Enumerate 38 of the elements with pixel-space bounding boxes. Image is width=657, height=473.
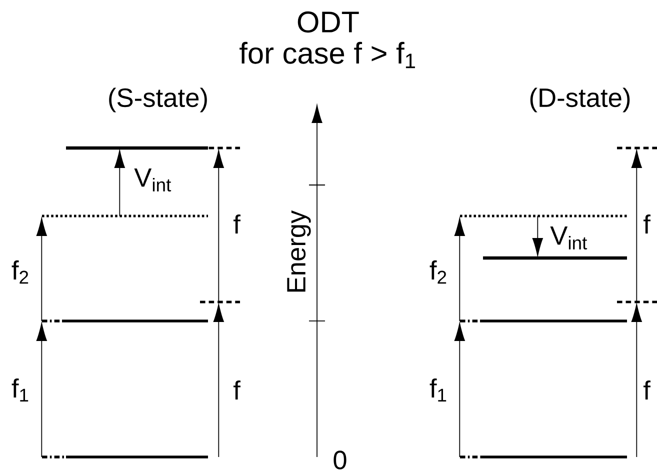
energy-level	[42, 214, 208, 218]
energy-level	[617, 146, 657, 150]
arrow	[114, 150, 125, 216]
arrow	[213, 150, 224, 302]
energy-level	[42, 456, 208, 458]
edge-label: f	[234, 380, 240, 400]
energy-level	[460, 214, 627, 218]
edge-label: f$_{2}$	[430, 260, 446, 284]
energy-level	[460, 320, 627, 322]
arrow	[631, 150, 642, 302]
arrow	[454, 323, 465, 458]
edge-label: V$_{int}$	[550, 226, 588, 250]
arrow	[36, 218, 47, 322]
edge-label: f$_{2}$	[12, 260, 28, 284]
edge-label: V$_{int}$	[134, 168, 172, 192]
energy-level	[460, 456, 627, 458]
title: ODT	[298, 11, 359, 33]
edge-label: f	[644, 380, 650, 400]
edge-label: f	[234, 214, 240, 234]
state-heading: (S-state)	[109, 88, 207, 112]
axis-label: Energy	[287, 210, 311, 292]
energy-level	[483, 256, 627, 260]
energy-level	[200, 146, 240, 150]
arrow	[532, 216, 543, 256]
arrow	[454, 218, 465, 322]
edge-label: f$_{1}$	[12, 378, 28, 402]
edge-label: f	[644, 214, 650, 234]
energy-level	[42, 320, 208, 322]
energy-level	[200, 300, 240, 304]
arrow	[36, 323, 47, 458]
title: for case f > f$_{1}$	[240, 42, 415, 68]
axis-value: 0	[334, 450, 346, 470]
energy-level	[617, 300, 657, 304]
arrow	[631, 304, 642, 458]
state-heading: (D-state)	[530, 88, 630, 112]
energy-level	[66, 146, 208, 150]
edge-label: f$_{1}$	[430, 378, 446, 402]
arrow	[213, 304, 224, 458]
